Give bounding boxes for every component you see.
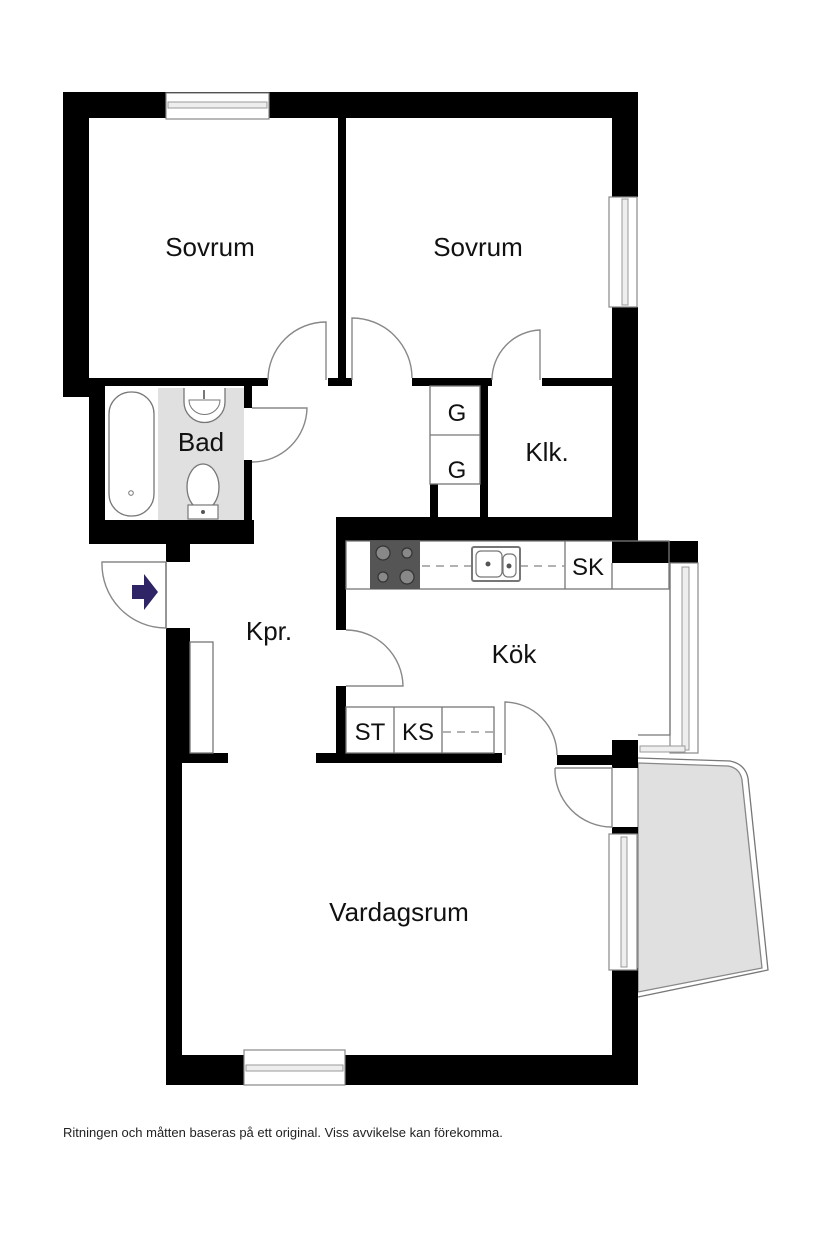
entrance-arrow-icon xyxy=(132,574,158,610)
window-bedroom-2 xyxy=(608,196,638,308)
room-label-living-room: Vardagsrum xyxy=(329,897,469,927)
window-kitchen xyxy=(638,562,699,754)
room-label-bedroom-1: Sovrum xyxy=(165,232,255,262)
window-living-room-side xyxy=(608,833,638,971)
appliance-label-sk: SK xyxy=(572,554,604,581)
balcony xyxy=(637,762,763,993)
hallway-wardrobe xyxy=(189,641,214,754)
disclaimer-text: Ritningen och måtten baseras på ett orig… xyxy=(63,1125,503,1140)
room-label-bathroom: Bad xyxy=(178,427,224,457)
appliance-label-ks: KS xyxy=(402,719,434,746)
kitchen-counter-bottom xyxy=(345,706,495,754)
toilet-icon xyxy=(186,463,220,520)
appliance-label-st: ST xyxy=(355,719,386,746)
storage-closets xyxy=(429,385,481,485)
stove-icon xyxy=(370,541,420,589)
window-living-room-bottom xyxy=(243,1049,346,1086)
kitchen-sink-icon xyxy=(471,546,521,582)
room-label-closet-2: G xyxy=(448,457,467,484)
room-label-hallway: Kpr. xyxy=(246,616,292,646)
room-label-kitchen: Kök xyxy=(492,639,538,669)
room-label-closet-1: G xyxy=(448,400,467,427)
room-label-walk-in-closet: Klk. xyxy=(525,437,568,467)
sink-icon xyxy=(183,388,226,424)
bathtub-icon xyxy=(105,388,158,520)
doors xyxy=(101,317,613,828)
walls xyxy=(63,92,698,1085)
window-bedroom-1 xyxy=(165,92,270,120)
room-label-bedroom-2: Sovrum xyxy=(433,232,523,262)
